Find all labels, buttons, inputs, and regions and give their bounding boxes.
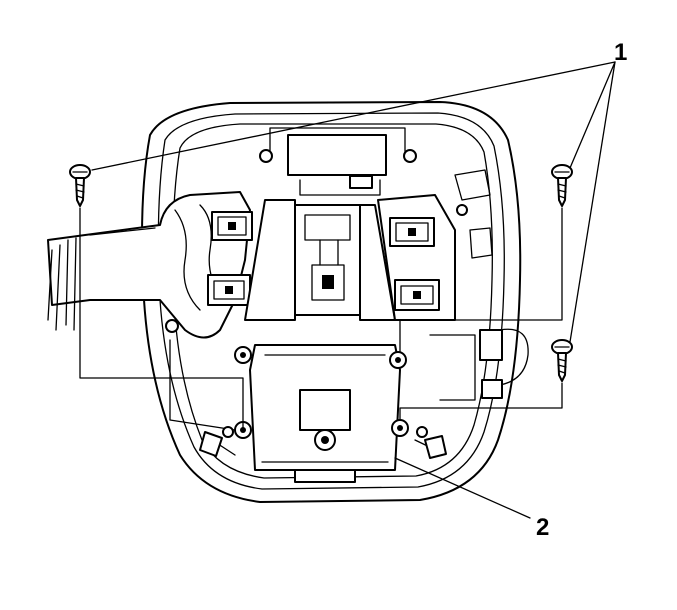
screw-lower-right xyxy=(551,339,573,382)
top-module xyxy=(259,127,417,196)
lower-bracket xyxy=(169,339,447,483)
callout-2-label: 2 xyxy=(536,514,549,541)
mounting-bosses xyxy=(222,346,428,439)
callout-2-leader xyxy=(394,457,531,519)
screw-top-right xyxy=(551,164,573,207)
switch-cluster-right xyxy=(377,169,493,321)
callout-1-leaders xyxy=(91,61,616,343)
pigtail-connector-right xyxy=(429,328,529,401)
screw-top-left xyxy=(69,164,91,207)
center-switch-module xyxy=(244,199,396,321)
callout-1-label: 1 xyxy=(614,39,627,66)
screw-guide-lines xyxy=(79,207,563,431)
